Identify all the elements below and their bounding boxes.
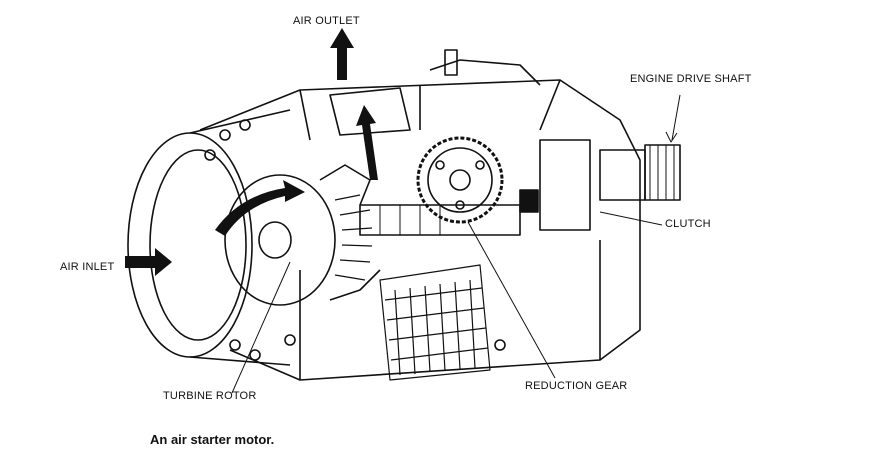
leader-lines [231, 94, 681, 394]
cooling-grille [379, 264, 491, 381]
air-outlet-arrow [330, 28, 354, 80]
label-engine-drive-shaft: ENGINE DRIVE SHAFT [630, 73, 752, 85]
label-air-outlet: AIR OUTLET [293, 15, 360, 27]
turbine-rotor-shape [224, 164, 381, 306]
inlet-flow-arrow [215, 180, 305, 236]
label-turbine-rotor: TURBINE ROTOR [163, 390, 257, 402]
airflow-arrows [125, 28, 378, 276]
clutch-shape [519, 139, 591, 231]
figure-caption: An air starter motor. [150, 432, 275, 447]
outlet-flow-arrow [356, 105, 378, 180]
label-reduction-gear: REDUCTION GEAR [525, 380, 628, 392]
label-air-inlet: AIR INLET [60, 261, 115, 273]
reduction-gear-shape [416, 136, 504, 224]
intake-bell [127, 109, 291, 366]
label-clutch: CLUTCH [665, 218, 711, 230]
air-inlet-arrow [125, 248, 172, 276]
bolts [204, 119, 506, 361]
